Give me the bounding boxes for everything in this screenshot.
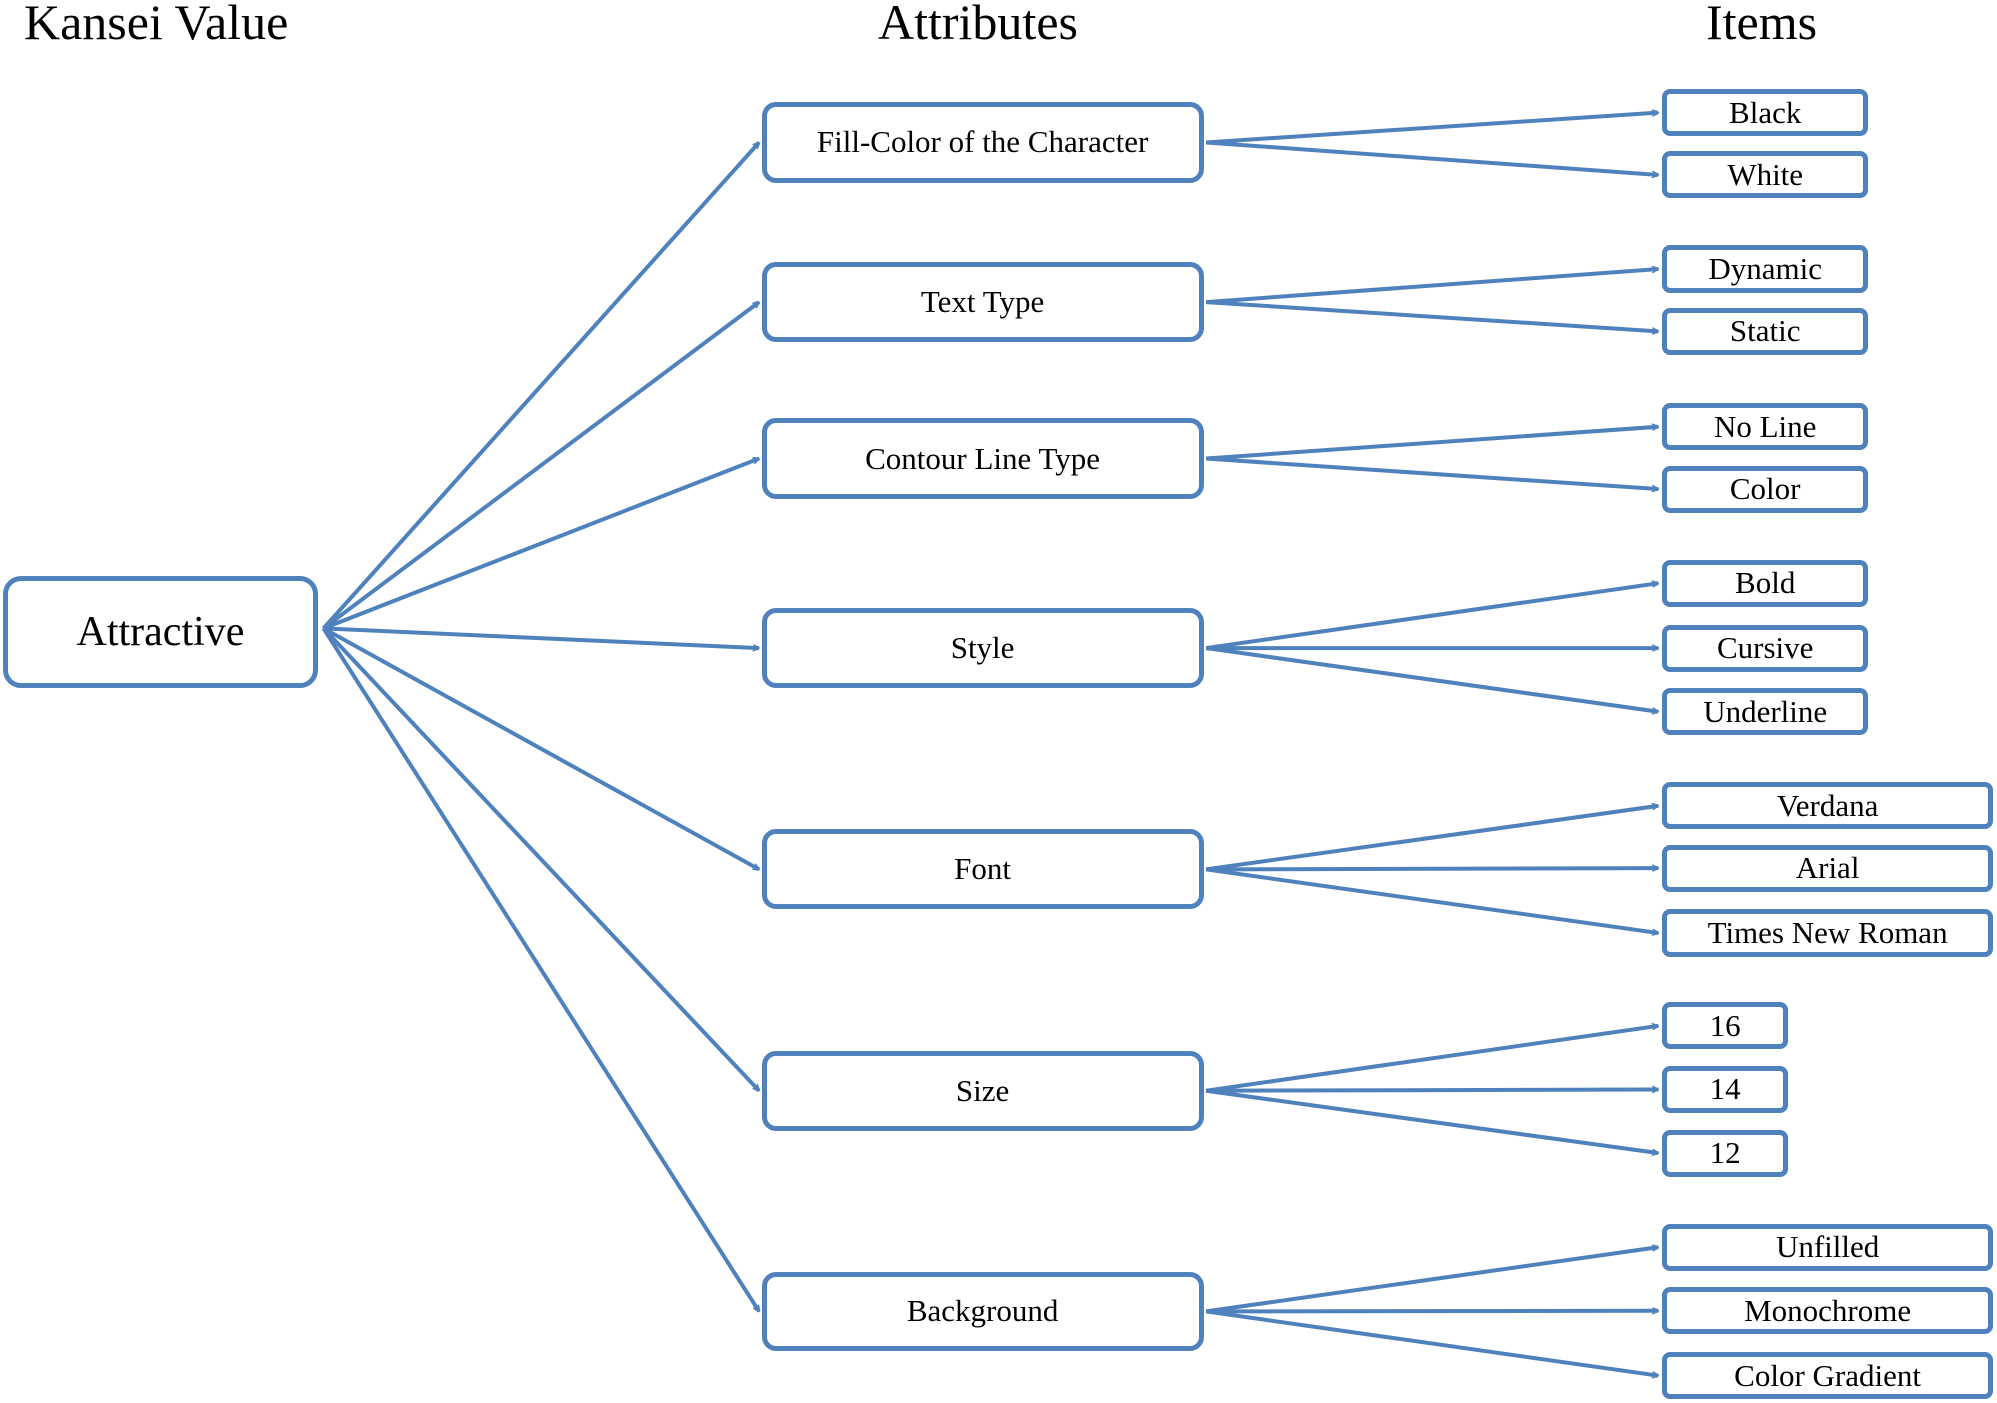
item-node-contour-line-type-color-label: Color: [1729, 471, 1801, 507]
node-attractive: Attractive: [2, 576, 319, 689]
edge-size-to-12: [1205, 1088, 1658, 1153]
item-node-contour-line-type-no-line-label: No Line: [1713, 408, 1817, 444]
item-node-background-unfilled: Unfilled: [1662, 1223, 1994, 1271]
item-node-fill-color-of-the-character-white-label: White: [1727, 156, 1804, 192]
edge-style-to-underline: [1205, 646, 1658, 712]
attribute-node-style: Style: [761, 608, 1204, 689]
item-node-style-underline: Underline: [1662, 688, 1869, 736]
kansei-value-header: Kansei Value: [24, 0, 289, 50]
edge-font-to-arial: [1206, 868, 1658, 869]
item-node-style-cursive: Cursive: [1662, 624, 1869, 672]
edge-background-to-unfilled: [1205, 1247, 1658, 1314]
edge-style-to-bold: [1205, 583, 1658, 651]
attribute-node-fill-color-of-the-character: Fill-Color of the Character: [761, 101, 1204, 184]
attribute-node-style-label: Style: [950, 630, 1015, 666]
edge-text-type-to-static: [1205, 300, 1658, 331]
item-node-style-bold-label: Bold: [1735, 565, 1796, 601]
item-node-font-arial-label: Arial: [1795, 850, 1860, 886]
edge-root-to-fill-color-of-the-character: [322, 142, 761, 630]
attribute-node-size-label: Size: [955, 1072, 1010, 1108]
node-attractive-label: Attractive: [76, 609, 245, 656]
attribute-node-font-label: Font: [954, 851, 1011, 887]
item-node-fill-color-of-the-character-black: Black: [1662, 89, 1869, 137]
item-node-size-14-label: 14: [1709, 1071, 1741, 1107]
edge-root-to-background: [321, 627, 761, 1311]
item-node-font-verdana: Verdana: [1662, 782, 1994, 830]
item-node-contour-line-type-no-line: No Line: [1662, 403, 1869, 451]
edge-background-to-monochrome: [1206, 1311, 1658, 1312]
item-node-text-type-static-label: Static: [1729, 313, 1801, 349]
edge-root-to-style: [323, 626, 759, 648]
attributes-header: Attributes: [878, 0, 1078, 50]
edge-fill-color-of-the-character-to-black: [1205, 113, 1658, 145]
item-node-size-16: 16: [1662, 1002, 1789, 1050]
edge-root-to-font: [322, 626, 759, 872]
item-node-size-12: 12: [1662, 1129, 1789, 1177]
attribute-node-font: Font: [761, 829, 1204, 910]
item-node-size-12-label: 12: [1709, 1135, 1741, 1171]
attribute-node-fill-color-of-the-character-label: Fill-Color of the Character: [816, 124, 1149, 160]
item-node-style-bold: Bold: [1662, 559, 1869, 607]
edge-size-to-14: [1206, 1089, 1658, 1090]
attribute-node-background: Background: [761, 1271, 1204, 1351]
attribute-node-background-label: Background: [906, 1293, 1059, 1329]
item-node-contour-line-type-color: Color: [1662, 465, 1869, 513]
attribute-node-contour-line-type-label: Contour Line Type: [865, 440, 1101, 476]
edge-root-to-contour-line-type: [322, 456, 759, 631]
item-node-font-times-new-roman-label: Times New Roman: [1707, 915, 1948, 950]
item-node-style-underline-label: Underline: [1703, 693, 1828, 729]
item-node-background-color-gradient-label: Color Gradient: [1734, 1357, 1921, 1393]
item-node-fill-color-of-the-character-black-label: Black: [1729, 94, 1802, 130]
item-node-text-type-static: Static: [1662, 307, 1869, 355]
edge-font-to-verdana: [1205, 806, 1658, 872]
item-node-font-times-new-roman: Times New Roman: [1662, 909, 1994, 957]
edge-size-to-16: [1205, 1026, 1658, 1093]
edge-fill-color-of-the-character-to-white: [1205, 140, 1658, 174]
item-node-fill-color-of-the-character-white: White: [1662, 151, 1869, 199]
item-node-background-unfilled-label: Unfilled: [1775, 1229, 1880, 1265]
item-node-size-14: 14: [1662, 1065, 1789, 1113]
item-node-background-color-gradient: Color Gradient: [1662, 1352, 1994, 1400]
items-header: Items: [1706, 0, 1818, 50]
attribute-node-text-type: Text Type: [761, 262, 1204, 343]
edge-contour-line-type-to-no-line: [1205, 427, 1658, 461]
item-node-style-cursive-label: Cursive: [1716, 630, 1814, 666]
edge-font-to-times-new-roman: [1205, 867, 1658, 933]
item-node-text-type-dynamic-label: Dynamic: [1708, 251, 1822, 287]
edge-root-to-size: [322, 626, 759, 1090]
edge-root-to-text-type: [322, 300, 759, 630]
attribute-node-contour-line-type: Contour Line Type: [761, 418, 1204, 499]
attribute-node-size: Size: [761, 1050, 1204, 1131]
edge-contour-line-type-to-color: [1205, 456, 1658, 490]
item-node-font-verdana-label: Verdana: [1776, 787, 1879, 823]
edge-text-type-to-dynamic: [1205, 269, 1658, 305]
item-node-background-monochrome: Monochrome: [1662, 1287, 1994, 1335]
item-node-text-type-dynamic: Dynamic: [1662, 245, 1869, 293]
item-node-background-monochrome-label: Monochrome: [1744, 1292, 1912, 1328]
edge-background-to-color-gradient: [1205, 1309, 1658, 1375]
item-node-font-arial: Arial: [1662, 844, 1994, 892]
item-node-size-16-label: 16: [1709, 1007, 1741, 1043]
attribute-node-text-type-label: Text Type: [920, 284, 1045, 320]
